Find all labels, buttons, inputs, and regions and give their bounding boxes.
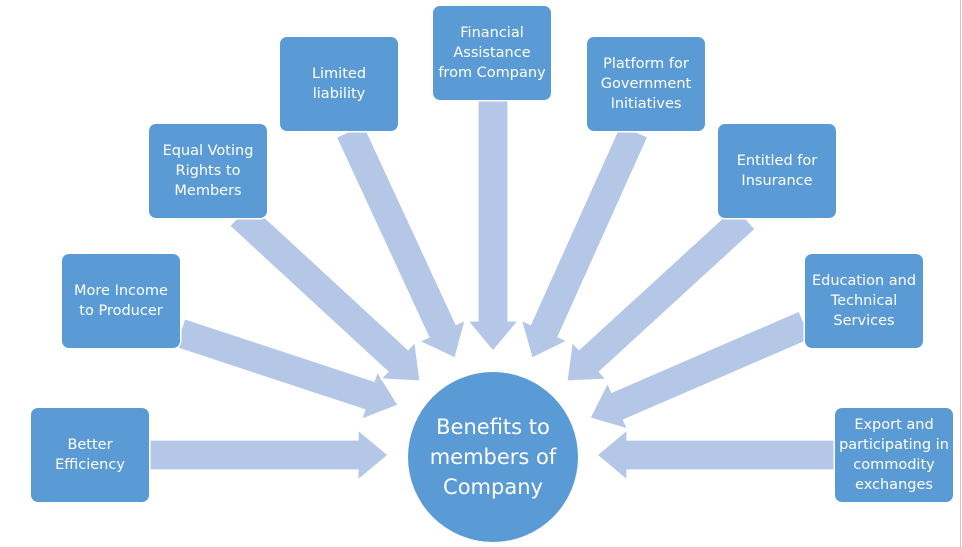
benefit-label: Better Efficiency <box>55 437 125 473</box>
arrow-better-efficiency <box>149 428 389 482</box>
right-border-line <box>960 0 961 547</box>
benefit-node-better-efficiency: Better Efficiency <box>31 408 149 502</box>
benefit-label: Equal Voting Rights to Members <box>162 143 254 199</box>
arrow-government-platform <box>520 124 649 359</box>
benefit-node-education: Education and Technical Services <box>805 254 923 348</box>
benefit-label: Export and participating in commodity ex… <box>839 417 949 493</box>
benefit-node-limited-liability: Limited liability <box>280 37 398 131</box>
arrow-limited-liability <box>335 123 467 359</box>
benefit-label: Education and Technical Services <box>811 273 917 329</box>
arrow-equal-voting <box>228 203 421 382</box>
arrow-financial-assistance <box>466 99 520 352</box>
center-hub-label: Benefits to members of Company <box>429 415 557 499</box>
benefit-node-financial-assistance: Financial Assistance from Company <box>433 6 551 100</box>
arrow-insurance <box>566 206 756 382</box>
benefit-node-equal-voting: Equal Voting Rights to Members <box>149 124 267 218</box>
benefit-node-export: Export and participating in commodity ex… <box>835 408 953 502</box>
benefit-label: Platform for Government Initiatives <box>600 56 692 112</box>
arrow-more-income <box>174 318 399 421</box>
benefit-label: More Income to Producer <box>74 283 168 319</box>
benefit-label: Limited liability <box>311 66 367 102</box>
benefit-label: Financial Assistance from Company <box>438 25 546 81</box>
benefit-node-more-income: More Income to Producer <box>62 254 180 348</box>
center-hub: Benefits to members of Company <box>408 372 578 542</box>
arrow-export <box>596 428 836 482</box>
arrow-education <box>589 310 812 430</box>
benefit-node-government-platform: Platform for Government Initiatives <box>587 37 705 131</box>
benefit-label: Entitled for Insurance <box>736 153 818 189</box>
benefit-node-insurance: Entitled for Insurance <box>718 124 836 218</box>
